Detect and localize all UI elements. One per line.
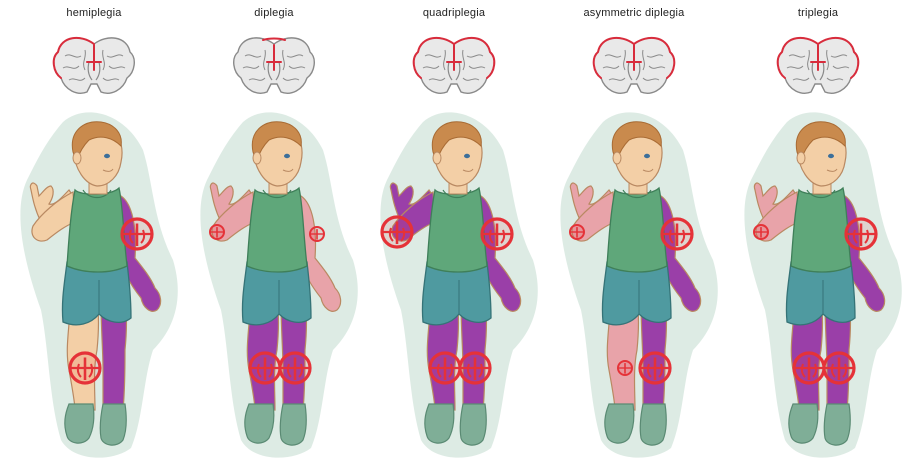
left-sock [65, 404, 94, 443]
joint-marker-icon [460, 353, 490, 383]
joint-marker-icon [640, 353, 670, 383]
joint-marker-icon [122, 219, 152, 249]
figure-group [744, 38, 901, 458]
brain-lesion [263, 39, 285, 41]
eye [828, 154, 834, 158]
joint-marker-icon [662, 219, 692, 249]
joint-marker-icon [570, 225, 584, 239]
child-illustration [183, 0, 365, 463]
shirt [247, 188, 307, 272]
brain-icon [54, 38, 135, 93]
right-sock [460, 404, 486, 445]
joint-marker-icon [210, 225, 224, 239]
joint-marker-icon [250, 353, 280, 383]
joint-marker-icon [618, 361, 632, 375]
figure-group [380, 38, 537, 458]
ear [797, 152, 805, 164]
shirt [607, 188, 667, 272]
ear [253, 152, 261, 164]
left-sock [425, 404, 454, 443]
joint-marker-icon [310, 227, 324, 241]
ear [73, 152, 81, 164]
child-illustration [363, 0, 545, 463]
figure-group [200, 38, 357, 458]
ear [613, 152, 621, 164]
right-sock [280, 404, 306, 445]
brain-icon [594, 38, 675, 93]
panel-hemiplegia: hemiplegia [3, 0, 185, 463]
brain-icon [778, 38, 859, 93]
panel-triplegia: triplegia [727, 0, 909, 463]
child-illustration [727, 0, 909, 463]
brain-icon [234, 38, 315, 93]
eye [464, 154, 470, 158]
shirt [791, 188, 851, 272]
joint-marker-icon [70, 353, 100, 383]
joint-marker-icon [382, 217, 412, 247]
right-sock [640, 404, 666, 445]
shirt [427, 188, 487, 272]
left-sock [605, 404, 634, 443]
eye [284, 154, 290, 158]
eye [104, 154, 110, 158]
child-illustration [543, 0, 725, 463]
joint-marker-icon [754, 225, 768, 239]
shirt [67, 188, 127, 272]
eye [644, 154, 650, 158]
figure-group [20, 38, 177, 458]
panel-asymmetric-diplegia: asymmetric diplegia [543, 0, 725, 463]
panel-quadriplegia: quadriplegia [363, 0, 545, 463]
brain-icon [414, 38, 495, 93]
joint-marker-icon [824, 353, 854, 383]
right-sock [824, 404, 850, 445]
joint-marker-icon [280, 353, 310, 383]
child-illustration [3, 0, 185, 463]
figure-group [560, 38, 717, 458]
joint-marker-icon [482, 219, 512, 249]
left-sock [245, 404, 274, 443]
panel-diplegia: diplegia [183, 0, 365, 463]
joint-marker-icon [846, 219, 876, 249]
right-sock [100, 404, 126, 445]
joint-marker-icon [430, 353, 460, 383]
ear [433, 152, 441, 164]
joint-marker-icon [794, 353, 824, 383]
left-sock [789, 404, 818, 443]
